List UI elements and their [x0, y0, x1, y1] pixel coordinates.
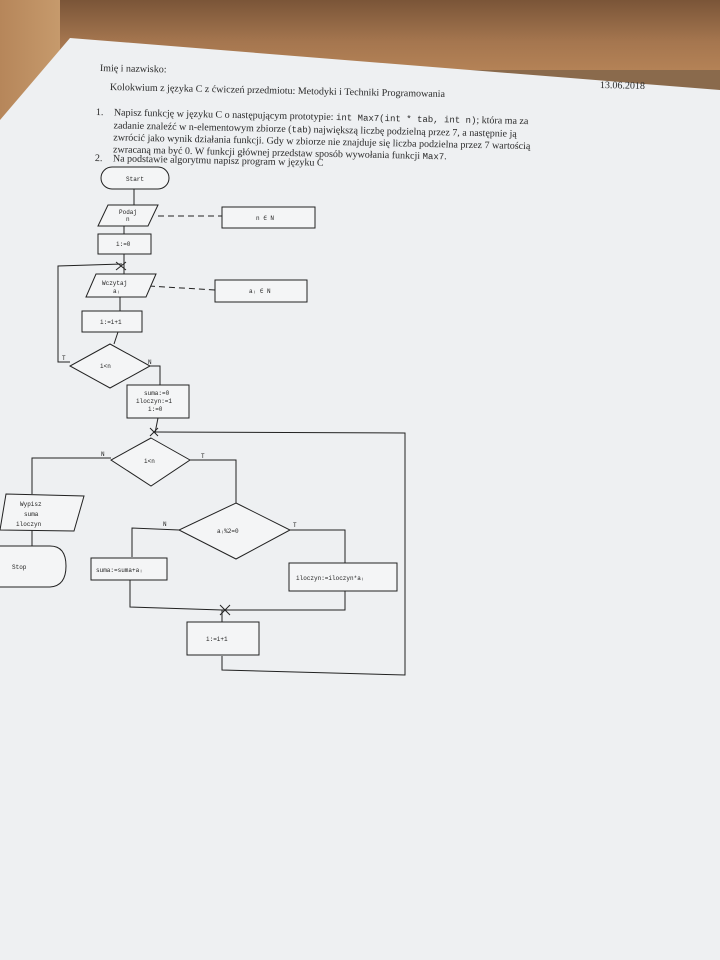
input-a-shape [85, 273, 157, 298]
cond-1-false-label: N [148, 359, 152, 366]
inc-i-2-shape [186, 621, 260, 656]
cond-2-label: i<n [144, 458, 155, 465]
stop-label: Stop [12, 564, 27, 571]
sum-block-label: suma:=suma+aᵢ [96, 567, 143, 574]
init-block-line-3: i:=0 [148, 406, 163, 413]
prod-block-label: iloczyn:=iloczyn*aᵢ [296, 575, 364, 582]
cond-3-false-label: N [163, 521, 167, 528]
output-line-1: Wypisz [20, 501, 42, 508]
flowchart-connectors [31, 188, 406, 676]
init-i-shape [97, 233, 152, 255]
init-i-label: i:=0 [116, 241, 131, 248]
input-a-label-2: aᵢ [113, 288, 120, 295]
output-line-3: iloczyn [16, 521, 42, 528]
note-n-label: n ∈ N [256, 215, 274, 222]
output-line-2: suma [24, 511, 39, 518]
cond-2-false-label: N [101, 451, 105, 458]
note-n-shape [221, 206, 316, 229]
note-a-label: aᵢ ∈ N [249, 288, 271, 295]
cond-1-true-label: T [62, 355, 66, 362]
inc-i-2-label: i:=i+1 [206, 636, 228, 643]
input-n-label-2: n [126, 216, 130, 223]
init-block-line-2: iloczyn:=1 [136, 398, 172, 405]
inc-i-1-label: i:=i+1 [100, 319, 122, 326]
cond-3-diamond [177, 502, 292, 560]
cond-3-true-label: T [293, 522, 297, 529]
start-label: Start [126, 176, 144, 183]
sum-block-shape [90, 557, 168, 581]
cond-2-true-label: T [201, 453, 205, 460]
start-terminator [100, 166, 170, 190]
prod-block-shape [288, 562, 398, 592]
init-block-shape [126, 384, 190, 419]
stop-terminator [0, 545, 67, 588]
note-a-shape [214, 279, 308, 303]
input-n-shape [97, 204, 159, 227]
cond-3-label: aᵢ%2=0 [217, 528, 239, 535]
inc-i-1-shape [81, 310, 143, 333]
input-a-label-1: Wczytaj [102, 280, 127, 287]
cond-1-diamond [68, 343, 152, 389]
init-block-line-1: suma:=0 [144, 390, 170, 397]
cond-1-label: i<n [100, 363, 111, 370]
cond-2-diamond [110, 437, 191, 487]
output-shape [0, 493, 85, 532]
input-n-label-1: Podaj [119, 209, 137, 216]
